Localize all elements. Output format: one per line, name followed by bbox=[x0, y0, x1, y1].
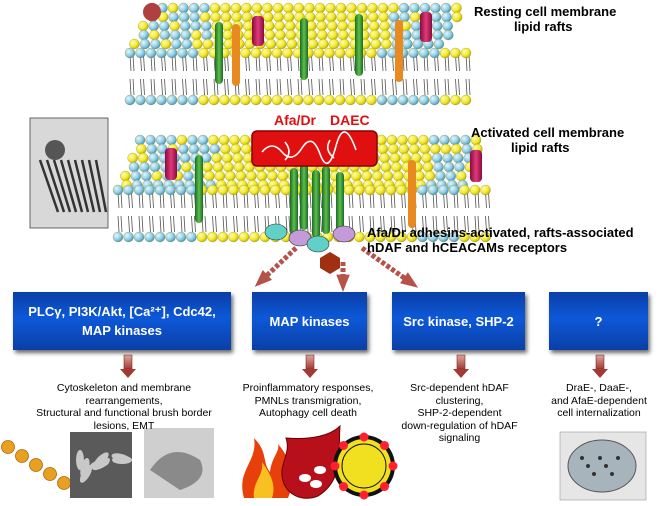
outcome-1-line3: Structural and functional brush border bbox=[36, 407, 212, 419]
receptor-protein bbox=[408, 160, 416, 228]
daec-bacterium bbox=[251, 130, 378, 167]
box-map-kinases: MAP kinases bbox=[252, 292, 367, 350]
outcome-3-line3: SHP-2-dependent bbox=[417, 407, 502, 419]
outcome-4-line2: and AfaE-dependent bbox=[551, 394, 647, 407]
ring-icon bbox=[330, 432, 398, 500]
box-map-label: MAP kinases bbox=[269, 313, 350, 329]
arrow-to-src bbox=[360, 245, 412, 285]
box-plc-line1: PLCγ, PI3K/Akt, [Ca²⁺], Cdc42, bbox=[28, 304, 216, 319]
receptor-protein bbox=[195, 155, 203, 223]
activated-label-line1: Activated cell membrane bbox=[471, 125, 625, 140]
box-plc-pi3k: PLCγ, PI3K/Akt, [Ca²⁺], Cdc42, MAP kinas… bbox=[13, 292, 231, 350]
arrow-to-plc bbox=[260, 246, 298, 282]
down-arrow-head bbox=[453, 369, 469, 378]
receptor-protein bbox=[395, 20, 403, 82]
arrow-to-map-head bbox=[336, 274, 350, 292]
afa-dr-label: Afa/Dr bbox=[274, 112, 317, 128]
receptor-protein bbox=[252, 16, 264, 46]
outcome-1-line2: rearrangements, bbox=[85, 394, 163, 407]
receptors-label: Afa/Dr adhesins-activated, rafts-associa… bbox=[367, 225, 634, 255]
micrograph-icon bbox=[29, 117, 109, 229]
box-plc-line2: MAP kinases bbox=[82, 323, 162, 338]
activated-label-line2: lipid rafts bbox=[511, 140, 570, 155]
receptor-protein bbox=[420, 12, 432, 42]
down-arrow-head bbox=[120, 369, 136, 378]
box-unknown: ? bbox=[549, 292, 648, 350]
receptor-ellipse bbox=[306, 235, 330, 253]
hexagon-icon bbox=[320, 252, 340, 274]
outcome-1-line4: lesions, EMT bbox=[93, 419, 155, 432]
box-unknown-label: ? bbox=[594, 313, 603, 329]
down-arrow-head bbox=[592, 369, 608, 378]
outcome-2-line2: PMNLs transmigration, bbox=[254, 394, 362, 407]
box-src-kinase: Src kinase, SHP-2 bbox=[392, 292, 525, 350]
down-arrow bbox=[456, 354, 466, 370]
bacterium-dna bbox=[261, 131, 357, 164]
receptor-protein bbox=[470, 150, 482, 182]
receptor-protein bbox=[290, 168, 298, 236]
receptors-label-line1: Afa/Dr adhesins-activated, rafts-associa… bbox=[367, 225, 634, 240]
rafts-marker bbox=[143, 3, 161, 21]
outcome-internalization: DraE-, DaaE-, and AfaE-dependent cell in… bbox=[544, 382, 654, 420]
down-arrow bbox=[123, 354, 133, 370]
micrograph-icon bbox=[144, 428, 214, 498]
receptor-ellipse bbox=[332, 225, 356, 243]
down-arrow-head bbox=[302, 369, 318, 378]
outcome-1-line1: Cytoskeleton and membrane bbox=[56, 382, 192, 394]
flame-icon bbox=[242, 438, 293, 498]
receptor-protein bbox=[165, 148, 177, 180]
bacterium-dna bbox=[284, 139, 335, 161]
receptor-protein bbox=[300, 18, 308, 80]
cell-icon bbox=[281, 424, 341, 499]
arrow-to-plc-head bbox=[254, 270, 272, 287]
decorations bbox=[1, 117, 647, 501]
arrow-to-src-head bbox=[400, 272, 419, 288]
receptor-protein bbox=[336, 172, 344, 240]
daec-label: DAEC bbox=[330, 112, 370, 128]
receptor-protein bbox=[312, 170, 320, 238]
resting-membrane-label: Resting cell membrane lipid rafts bbox=[474, 4, 616, 34]
micrograph-icon bbox=[70, 432, 132, 498]
outcome-2-line3: Autophagy cell death bbox=[258, 407, 358, 419]
receptor-protein bbox=[232, 24, 240, 86]
resting-label-line1: Resting cell membrane bbox=[474, 4, 617, 19]
activated-membrane-label: Activated cell membrane lipid rafts bbox=[471, 125, 624, 155]
outcome-src-dependent: Src-dependent hDAF clustering, SHP-2-dep… bbox=[392, 382, 527, 445]
receptor-protein bbox=[300, 162, 308, 230]
resting-membrane bbox=[124, 2, 472, 106]
outcome-cytoskeleton: Cytoskeleton and membrane rearrangements… bbox=[8, 382, 240, 432]
receptor-protein bbox=[322, 166, 330, 234]
outcome-3-line1: Src-dependent hDAF bbox=[410, 382, 509, 394]
receptor-ellipse bbox=[264, 223, 288, 241]
receptor-protein bbox=[215, 22, 223, 84]
receptors-label-line2: hDAF and hCEACAMs receptors bbox=[367, 240, 568, 255]
em-cell-icon bbox=[559, 431, 647, 501]
outcome-3-line5: signaling bbox=[438, 432, 481, 444]
box-src-label: Src kinase, SHP-2 bbox=[403, 313, 514, 329]
receptor-protein bbox=[355, 14, 363, 76]
chain-icon bbox=[1, 440, 71, 490]
outcome-2-line1: Proinflammatory responses, bbox=[242, 382, 374, 394]
down-arrow bbox=[305, 354, 315, 370]
outcome-3-line2: clustering, bbox=[435, 394, 484, 407]
outcome-4-line1: DraE-, DaaE-, bbox=[566, 382, 632, 394]
down-arrow bbox=[595, 354, 605, 370]
outcome-proinflammatory: Proinflammatory responses, PMNLs transmi… bbox=[238, 382, 378, 420]
resting-label-line2: lipid rafts bbox=[514, 19, 573, 34]
outcome-3-line4: down-regulation of hDAF bbox=[401, 419, 518, 432]
activated-membrane bbox=[112, 130, 491, 243]
outcome-4-line3: cell internalization bbox=[557, 407, 641, 419]
